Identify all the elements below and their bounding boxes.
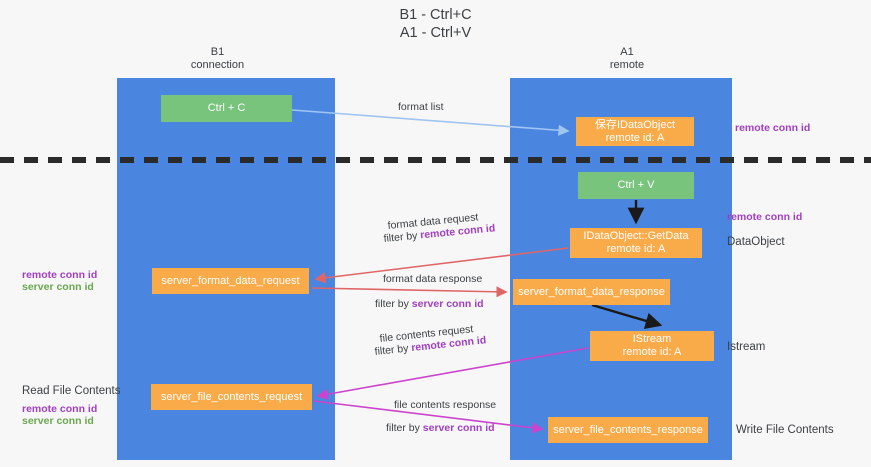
box-ctrl-c[interactable]: Ctrl + C bbox=[161, 95, 292, 122]
filter-by-text-2: filter by bbox=[375, 298, 412, 310]
column-caption-a1: A1 remote bbox=[609, 46, 645, 71]
box-server-format-data-request[interactable]: server_format_data_request bbox=[152, 268, 309, 294]
caption-write-file-contents: Write File Contents bbox=[736, 424, 834, 436]
filter-by-text-4: filter by bbox=[386, 422, 423, 434]
phase-divider bbox=[0, 157, 871, 163]
arrow-label-file-contents-response: file contents response bbox=[394, 399, 497, 411]
conn-id-server-inline-1: server conn id bbox=[411, 298, 484, 310]
box-ctrl-v[interactable]: Ctrl + V bbox=[578, 172, 694, 199]
column-caption-b1: B1 connection bbox=[190, 46, 245, 71]
arrow-label-format-list: format list bbox=[398, 101, 444, 113]
box-server-format-data-response[interactable]: server_format_data_response bbox=[513, 279, 670, 305]
arrow-label-file-contents-response-filter: filter by server conn id bbox=[386, 421, 495, 435]
caption-read-file-contents: Read File Contents bbox=[22, 385, 121, 397]
filter-by-text: filter by bbox=[383, 229, 421, 245]
caption-istream: Istream bbox=[727, 341, 766, 353]
box-server-file-contents-response[interactable]: server_file_contents_response bbox=[548, 417, 708, 443]
page-title: B1 - Ctrl+C A1 - Ctrl+V bbox=[399, 7, 472, 41]
box-server-file-contents-request[interactable]: server_file_contents_request bbox=[151, 384, 312, 410]
caption-dataobject: DataObject bbox=[727, 236, 785, 248]
arrow-label-format-data-response-filter: filter by server conn id bbox=[375, 297, 484, 311]
conn-id-remote-left-1: remote conn id bbox=[22, 269, 98, 281]
box-idataobject-getdata[interactable]: IDataObject::GetData remote id: A bbox=[570, 228, 702, 258]
box-idataobject[interactable]: 保存IDataObject remote id: A bbox=[576, 117, 694, 146]
filter-by-text-3: filter by bbox=[374, 342, 412, 358]
conn-id-remote-mid: remote conn id bbox=[727, 211, 803, 223]
arrow-label-format-data-response: format data response bbox=[383, 273, 483, 285]
conn-id-server-left-2: server conn id bbox=[22, 415, 94, 427]
conn-id-remote-left-2: remote conn id bbox=[22, 403, 98, 415]
box-istream[interactable]: IStream remote id: A bbox=[590, 331, 714, 361]
conn-id-server-left-1: server conn id bbox=[22, 281, 94, 293]
conn-id-server-inline-2: server conn id bbox=[422, 422, 495, 434]
conn-id-remote-top: remote conn id bbox=[735, 122, 811, 134]
